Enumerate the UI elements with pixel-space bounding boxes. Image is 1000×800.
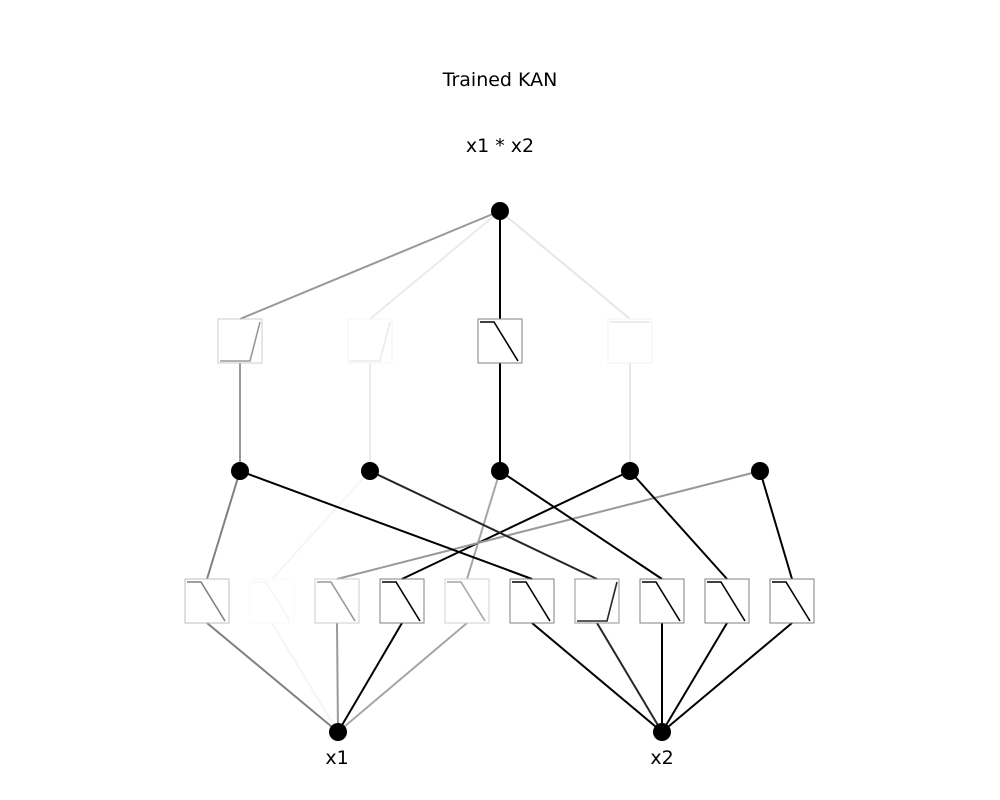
output-node — [491, 202, 509, 220]
activation-x1-h5-curve — [317, 581, 356, 622]
edge-in-x2-h4 — [661, 622, 728, 733]
activation-x2-h4-frame — [704, 578, 750, 624]
edge-in-x1-h2 — [271, 622, 339, 733]
activation-h1-out-curve — [220, 321, 261, 362]
activation-x1-h5-frame — [314, 578, 360, 624]
edge-in-x1-h5 — [336, 622, 339, 733]
activation-x2-h2-frame — [574, 578, 620, 624]
input-node-x1 — [329, 723, 347, 741]
hidden-node-1 — [231, 462, 249, 480]
activation-h2-out-frame — [347, 318, 393, 364]
edge-out-x2-h4 — [629, 470, 728, 580]
activation-x2-h5-frame — [769, 578, 815, 624]
edge-out-x2-h3 — [499, 470, 663, 580]
activation-x2-h2-curve — [577, 581, 618, 622]
edge-in-x1-h3 — [337, 622, 468, 733]
edge-in-x1-h4 — [337, 622, 403, 733]
activation-x1-h2-frame — [249, 578, 295, 624]
input-label-x2: x2 — [650, 747, 674, 769]
activation-h4-out-frame — [607, 318, 653, 364]
activation-x2-h1-curve — [512, 581, 551, 622]
hidden-node-3 — [491, 462, 509, 480]
hidden-node-4 — [621, 462, 639, 480]
activation-h1-out-frame — [217, 318, 263, 364]
activation-x2-h3-frame — [639, 578, 685, 624]
activation-x1-h2-curve — [252, 581, 291, 622]
edge-out-x2-h1 — [239, 470, 533, 580]
activation-h3-out-curve — [480, 321, 519, 362]
edge-h2-out — [369, 210, 501, 320]
activation-x2-h3-curve — [642, 581, 681, 622]
edge-out-x2-h2 — [369, 470, 598, 580]
diagram-title: Trained KAN — [442, 69, 558, 91]
edge-h4-out — [499, 210, 631, 320]
edge-out-x1-h4 — [401, 470, 631, 580]
activation-x2-h4-curve — [707, 581, 746, 622]
edge-out-x1-h2 — [271, 470, 371, 580]
activation-x1-h4-frame — [379, 578, 425, 624]
activation-x1-h1-frame — [184, 578, 230, 624]
activation-h3-out-frame — [477, 318, 523, 364]
activation-x1-h1-curve — [187, 581, 226, 622]
hidden-node-2 — [361, 462, 379, 480]
input-node-x2 — [653, 723, 671, 741]
input-label-x1: x1 — [325, 747, 349, 769]
edge-out-x2-h5 — [759, 470, 793, 580]
activation-h2-out-curve — [350, 321, 391, 362]
activation-x1-h4-curve — [382, 581, 421, 622]
activation-x1-h3-curve — [447, 581, 486, 622]
activation-x2-h1-frame — [509, 578, 555, 624]
edge-h1-out — [239, 210, 501, 320]
edge-in-x2-h2 — [596, 622, 663, 733]
edge-in-x2-h5 — [661, 622, 793, 733]
diagram-formula: x1 * x2 — [465, 135, 535, 157]
hidden-node-5 — [751, 462, 769, 480]
edge-out-x1-h1 — [206, 470, 241, 580]
edge-in-x1-h1 — [206, 622, 339, 733]
edge-in-x2-h1 — [531, 622, 663, 733]
activation-x2-h5-curve — [772, 581, 811, 622]
edge-out-x1-h5 — [336, 470, 761, 580]
activation-x1-h3-frame — [444, 578, 490, 624]
